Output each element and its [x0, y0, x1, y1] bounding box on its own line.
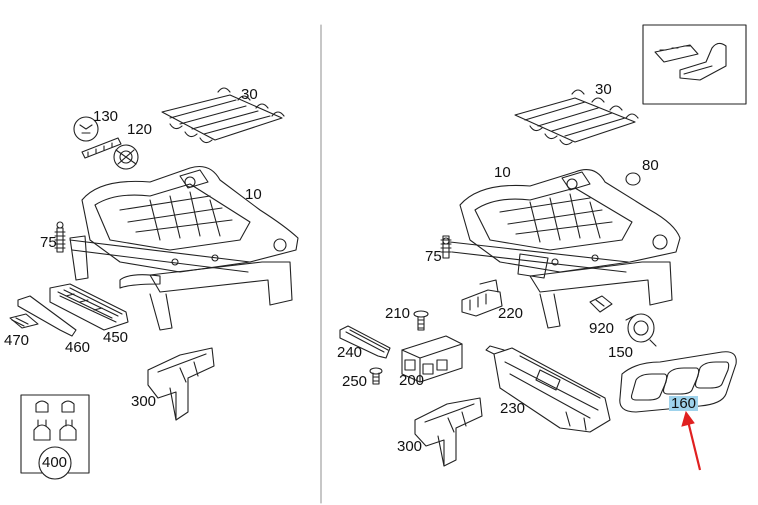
label-250: 250	[342, 373, 368, 390]
label-30-right: 30	[595, 81, 612, 98]
label-300-right: 300	[397, 438, 423, 455]
label-920: 920	[589, 320, 615, 337]
label-300-left: 300	[131, 393, 157, 410]
part-240-slide	[339, 325, 391, 359]
label-460-left: 460	[65, 339, 91, 356]
label-80-right: 80	[642, 157, 659, 174]
label-150: 150	[608, 344, 634, 361]
part-230-track	[485, 345, 611, 433]
part-150-motor	[625, 313, 657, 347]
part-300-left	[147, 347, 215, 421]
part-160-trim-panel	[619, 351, 737, 413]
label-75-left: 75	[40, 234, 57, 251]
part-470-left	[9, 295, 77, 337]
part-130-left	[73, 116, 99, 142]
part-220-bracket	[461, 279, 503, 317]
part-200-control-unit	[401, 335, 463, 383]
part-920-sensor	[589, 295, 613, 313]
part-400-circle	[38, 446, 72, 480]
label-220: 220	[498, 305, 524, 322]
label-75-right: 75	[425, 248, 442, 265]
label-400: 400	[42, 454, 68, 471]
label-30-left: 30	[241, 86, 258, 103]
part-10-right	[449, 169, 681, 329]
label-10-right: 10	[494, 164, 511, 181]
label-160-highlighted: 160	[669, 395, 699, 412]
label-10-left: 10	[245, 186, 262, 203]
part-120-left	[81, 137, 139, 170]
label-200: 200	[399, 372, 425, 389]
inset-seat-switch	[642, 24, 747, 105]
part-210-screw	[413, 310, 429, 331]
label-470-left: 470	[4, 332, 30, 349]
callout-arrow	[681, 410, 702, 471]
label-450-left: 450	[103, 329, 129, 346]
part-10-left	[69, 165, 299, 331]
part-300-right	[414, 397, 483, 467]
label-240: 240	[337, 344, 363, 361]
label-230: 230	[500, 400, 526, 417]
part-75-right	[440, 235, 452, 259]
label-130-left: 130	[93, 108, 119, 125]
label-120-left: 120	[127, 121, 153, 138]
part-30-left	[161, 87, 285, 144]
part-30-right	[514, 89, 639, 146]
part-80-right	[625, 172, 641, 186]
part-75-left	[54, 221, 66, 253]
part-460-left	[49, 283, 129, 331]
part-250-screw	[369, 367, 383, 385]
label-210: 210	[385, 305, 411, 322]
